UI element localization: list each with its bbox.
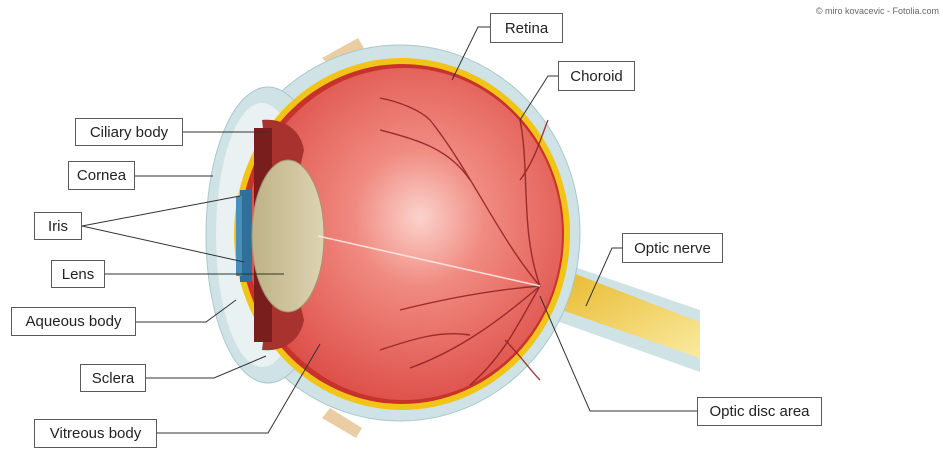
lens-shape — [252, 160, 324, 312]
label-retina: Retina — [490, 13, 563, 43]
label-sclera: Sclera — [80, 364, 146, 392]
image-credit: © miro kovacevic - Fotolia.com — [816, 6, 939, 16]
label-ciliary-body: Ciliary body — [75, 118, 183, 146]
label-iris: Iris — [34, 212, 82, 240]
label-optic-disc-area: Optic disc area — [697, 397, 822, 426]
label-lens: Lens — [51, 260, 105, 288]
label-choroid: Choroid — [558, 61, 635, 91]
iris-shape-front — [236, 196, 242, 276]
label-optic-nerve: Optic nerve — [622, 233, 723, 263]
label-cornea: Cornea — [68, 161, 135, 190]
label-vitreous-body: Vitreous body — [34, 419, 157, 448]
label-aqueous-body: Aqueous body — [11, 307, 136, 336]
